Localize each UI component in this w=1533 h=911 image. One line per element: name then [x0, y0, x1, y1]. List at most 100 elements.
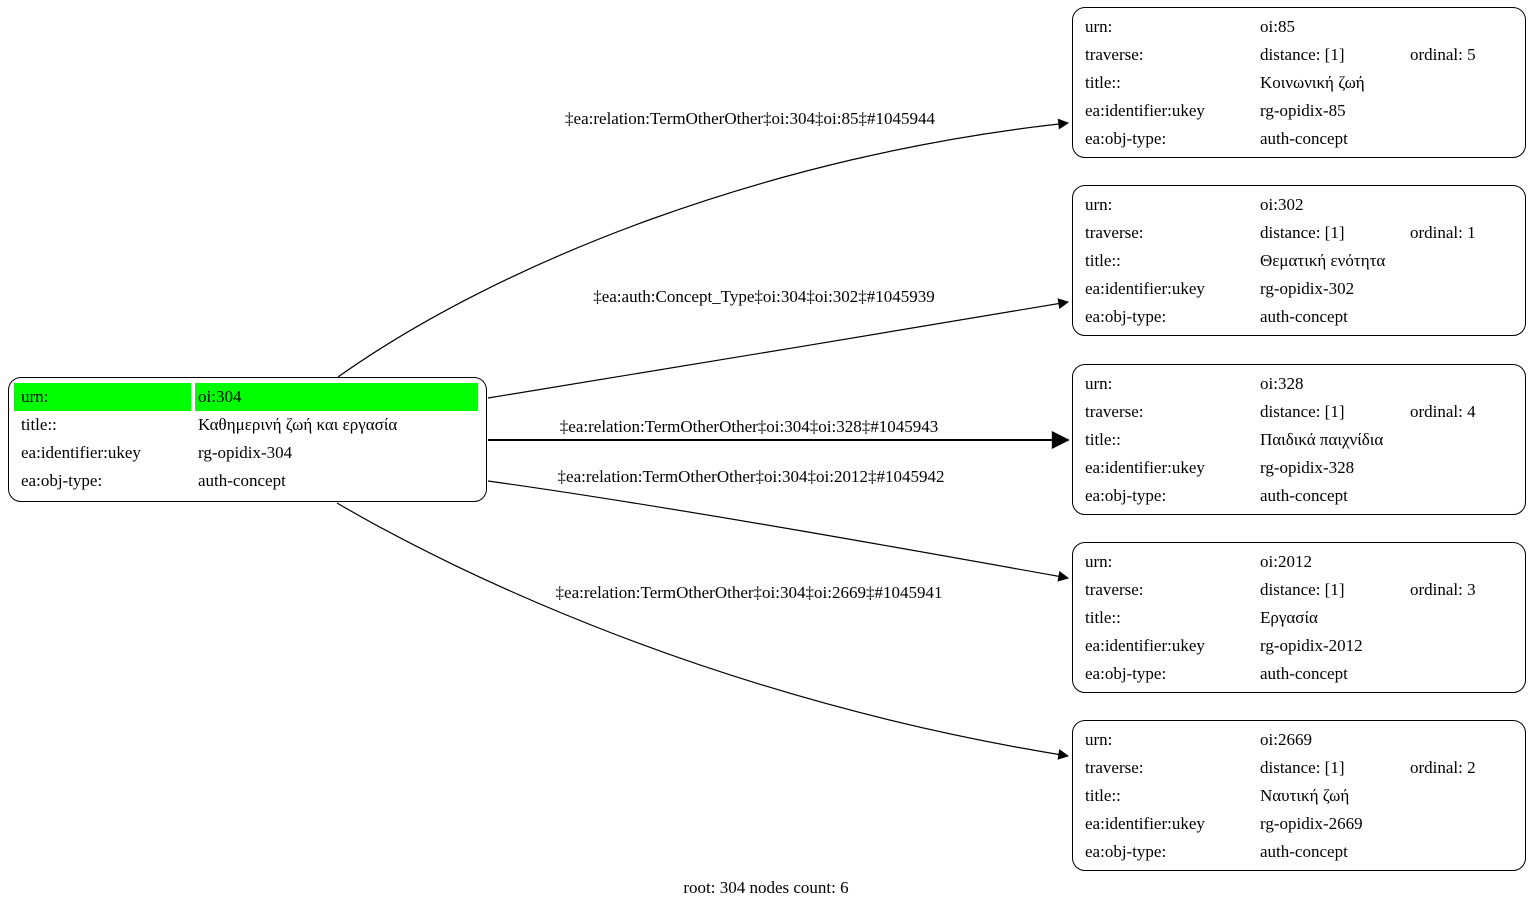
node-row-title: title:: Θεματική ενότητα — [1073, 247, 1525, 275]
node-row-title: title:: Παιδικά παιχνίδια — [1073, 426, 1525, 454]
row-label-traverse: traverse: — [1085, 223, 1144, 242]
row-label-ukey: ea:identifier:ukey — [1085, 101, 1205, 120]
edge-root-to-oi2012 — [487, 480, 1070, 582]
node-row-title: title:: Καθημερινή ζωή και εργασία — [9, 411, 486, 439]
row-value-objtype: auth-concept — [1260, 129, 1348, 148]
row-value-objtype: auth-concept — [1260, 307, 1348, 326]
edge-root-to-oi85 — [337, 118, 1070, 378]
row-label-traverse: traverse: — [1085, 758, 1144, 777]
row-value-title: Καθημερινή ζωή και εργασία — [198, 415, 398, 434]
node-row-traverse: traverse: distance: [1] ordinal: 1 — [1073, 219, 1525, 247]
concept-node-oi2669: urn: oi:2669 traverse: distance: [1] ord… — [1072, 720, 1526, 871]
row-label-objtype: ea:obj-type: — [1085, 486, 1167, 505]
row-value-objtype: auth-concept — [198, 471, 286, 490]
node-row-ukey: ea:identifier:ukey rg-opidix-85 — [1073, 97, 1525, 125]
row-value-distance: distance: [1] — [1260, 758, 1345, 777]
node-row-ukey: ea:identifier:ukey rg-opidix-302 — [1073, 275, 1525, 303]
row-value-urn: oi:85 — [1260, 17, 1295, 36]
root-node-oi304: urn: oi:304 title:: Καθημερινή ζωή και ε… — [8, 377, 487, 502]
node-row-urn: urn: oi:85 — [1073, 13, 1525, 41]
row-label-title: title:: — [1085, 73, 1121, 92]
node-row-objtype: ea:obj-type: auth-concept — [1073, 303, 1525, 331]
node-row-traverse: traverse: distance: [1] ordinal: 5 — [1073, 41, 1525, 69]
row-value-distance: distance: [1] — [1260, 45, 1345, 64]
row-value-ukey: rg-opidix-2012 — [1260, 636, 1363, 655]
node-row-objtype: ea:obj-type: auth-concept — [1073, 125, 1525, 153]
row-label-objtype: ea:obj-type: — [1085, 307, 1167, 326]
graph-caption: root: 304 nodes count: 6 — [683, 878, 849, 897]
row-label-ukey: ea:identifier:ukey — [1085, 279, 1205, 298]
row-label-title: title:: — [1085, 430, 1121, 449]
node-row-traverse: traverse: distance: [1] ordinal: 4 — [1073, 398, 1525, 426]
row-value-title: Ναυτική ζωή — [1260, 786, 1350, 805]
node-row-objtype: ea:obj-type: auth-concept — [1073, 838, 1525, 866]
row-value-ordinal: ordinal: 3 — [1410, 580, 1476, 599]
row-label-title: title:: — [1085, 251, 1121, 270]
row-label-objtype: ea:obj-type: — [1085, 664, 1167, 683]
row-value-distance: distance: [1] — [1260, 223, 1345, 242]
row-value-ukey: rg-opidix-2669 — [1260, 814, 1363, 833]
node-row-ukey: ea:identifier:ukey rg-opidix-328 — [1073, 454, 1525, 482]
row-value-ordinal: ordinal: 2 — [1410, 758, 1476, 777]
row-value-ordinal: ordinal: 5 — [1410, 45, 1476, 64]
edge-label-oi2669: ‡ea:relation:TermOtherOther‡oi:304‡oi:26… — [555, 583, 943, 602]
node-row-traverse: traverse: distance: [1] ordinal: 3 — [1073, 576, 1525, 604]
node-row-ukey: ea:identifier:ukey rg-opidix-2669 — [1073, 810, 1525, 838]
row-label-ukey: ea:identifier:ukey — [1085, 636, 1205, 655]
row-label-ukey: ea:identifier:ukey — [1085, 814, 1205, 833]
concept-node-oi2012: urn: oi:2012 traverse: distance: [1] ord… — [1072, 542, 1526, 693]
node-row-title: title:: Εργασία — [1073, 604, 1525, 632]
row-value-distance: distance: [1] — [1260, 402, 1345, 421]
row-value-title: Εργασία — [1260, 608, 1318, 627]
row-label-objtype: ea:obj-type: — [21, 471, 103, 490]
node-row-objtype: ea:obj-type: auth-concept — [1073, 660, 1525, 688]
row-label-ukey: ea:identifier:ukey — [21, 443, 141, 462]
concept-node-oi302: urn: oi:302 traverse: distance: [1] ordi… — [1072, 185, 1526, 336]
row-label-title: title:: — [21, 415, 57, 434]
row-label-objtype: ea:obj-type: — [1085, 129, 1167, 148]
row-value-urn: oi:302 — [1260, 195, 1304, 214]
edge-label-oi328: ‡ea:relation:TermOtherOther‡oi:304‡oi:32… — [559, 417, 939, 436]
edge-root-to-oi2669 — [336, 502, 1070, 760]
row-value-urn: oi:2669 — [1260, 730, 1312, 749]
edge-label-oi2012: ‡ea:relation:TermOtherOther‡oi:304‡oi:20… — [557, 467, 945, 486]
edge-label-oi85: ‡ea:relation:TermOtherOther‡oi:304‡oi:85… — [565, 109, 935, 128]
edge-root-to-oi302 — [487, 298, 1070, 399]
node-row-ukey: ea:identifier:ukey rg-opidix-2012 — [1073, 632, 1525, 660]
node-row-urn: urn: oi:302 — [1073, 191, 1525, 219]
node-row-urn: urn: oi:304 — [9, 383, 486, 411]
concept-node-oi328: urn: oi:328 traverse: distance: [1] ordi… — [1072, 364, 1526, 515]
row-value-ukey: rg-opidix-302 — [1260, 279, 1355, 298]
row-value-title: Θεματική ενότητα — [1260, 251, 1386, 270]
row-label-urn: urn: — [1085, 195, 1113, 214]
node-row-title: title:: Ναυτική ζωή — [1073, 782, 1525, 810]
node-row-urn: urn: oi:2669 — [1073, 726, 1525, 754]
row-label-traverse: traverse: — [1085, 580, 1144, 599]
node-row-title: title:: Κοινωνική ζωή — [1073, 69, 1525, 97]
row-value-title: Κοινωνική ζωή — [1260, 73, 1365, 92]
row-value-urn: oi:304 — [195, 383, 478, 411]
node-row-urn: urn: oi:328 — [1073, 370, 1525, 398]
row-label-ukey: ea:identifier:ukey — [1085, 458, 1205, 477]
row-value-objtype: auth-concept — [1260, 664, 1348, 683]
row-value-ordinal: ordinal: 4 — [1410, 402, 1476, 421]
node-row-urn: urn: oi:2012 — [1073, 548, 1525, 576]
row-value-ukey: rg-opidix-85 — [1260, 101, 1346, 120]
edge-label-oi302: ‡ea:auth:Concept_Type‡oi:304‡oi:302‡#104… — [593, 287, 935, 306]
node-row-traverse: traverse: distance: [1] ordinal: 2 — [1073, 754, 1525, 782]
row-label-traverse: traverse: — [1085, 402, 1144, 421]
row-value-urn: oi:2012 — [1260, 552, 1312, 571]
row-label-title: title:: — [1085, 608, 1121, 627]
row-label-objtype: ea:obj-type: — [1085, 842, 1167, 861]
node-row-objtype: ea:obj-type: auth-concept — [9, 467, 486, 495]
row-value-ordinal: ordinal: 1 — [1410, 223, 1476, 242]
row-value-distance: distance: [1] — [1260, 580, 1345, 599]
concept-node-oi85: urn: oi:85 traverse: distance: [1] ordin… — [1072, 7, 1526, 158]
row-value-title: Παιδικά παιχνίδια — [1260, 430, 1384, 449]
row-value-ukey: rg-opidix-304 — [198, 443, 293, 462]
row-label-urn: urn: — [14, 383, 191, 411]
row-label-urn: urn: — [1085, 374, 1113, 393]
node-row-objtype: ea:obj-type: auth-concept — [1073, 482, 1525, 510]
